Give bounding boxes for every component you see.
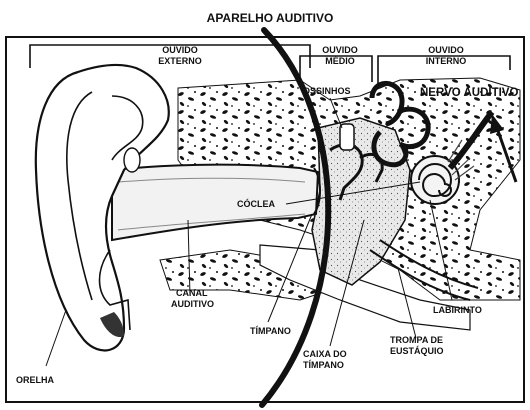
label-caixa-2: TÍMPANO [303, 360, 344, 370]
label-inner-ear-2: INTERNO [426, 56, 467, 66]
label-outer-ear-2: EXTERNO [158, 56, 202, 66]
label-trompa-1: TROMPA DE [390, 335, 443, 345]
label-trompa-2: EUSTÁQUIO [390, 346, 444, 356]
ear-canal [112, 165, 318, 240]
leader-orelha [46, 310, 66, 366]
label-nervo-auditivo: NERVO AUDITIVO [420, 87, 518, 99]
label-inner-ear-1: OUVIDO [428, 45, 464, 55]
diagram-title: APARELHO AUDITIVO [207, 11, 334, 25]
label-ossinhos: OSSINHOS [303, 86, 351, 96]
label-canal-2: AUDITIVO [171, 299, 214, 309]
label-canal-1: CANAL [176, 288, 208, 298]
label-orelha: ORELHA [16, 375, 55, 385]
label-outer-ear-1: OUVIDO [162, 45, 198, 55]
label-caixa-1: CAIXA DO [303, 349, 347, 359]
label-timpano: TÍMPANO [250, 326, 291, 336]
label-coclea: CÓCLEA [237, 198, 276, 209]
label-labirinto: LABIRINTO [433, 305, 482, 315]
label-middle-ear-2: MÉDIO [325, 56, 355, 66]
tragus [124, 148, 140, 172]
label-middle-ear-1: OUVIDO [322, 45, 358, 55]
